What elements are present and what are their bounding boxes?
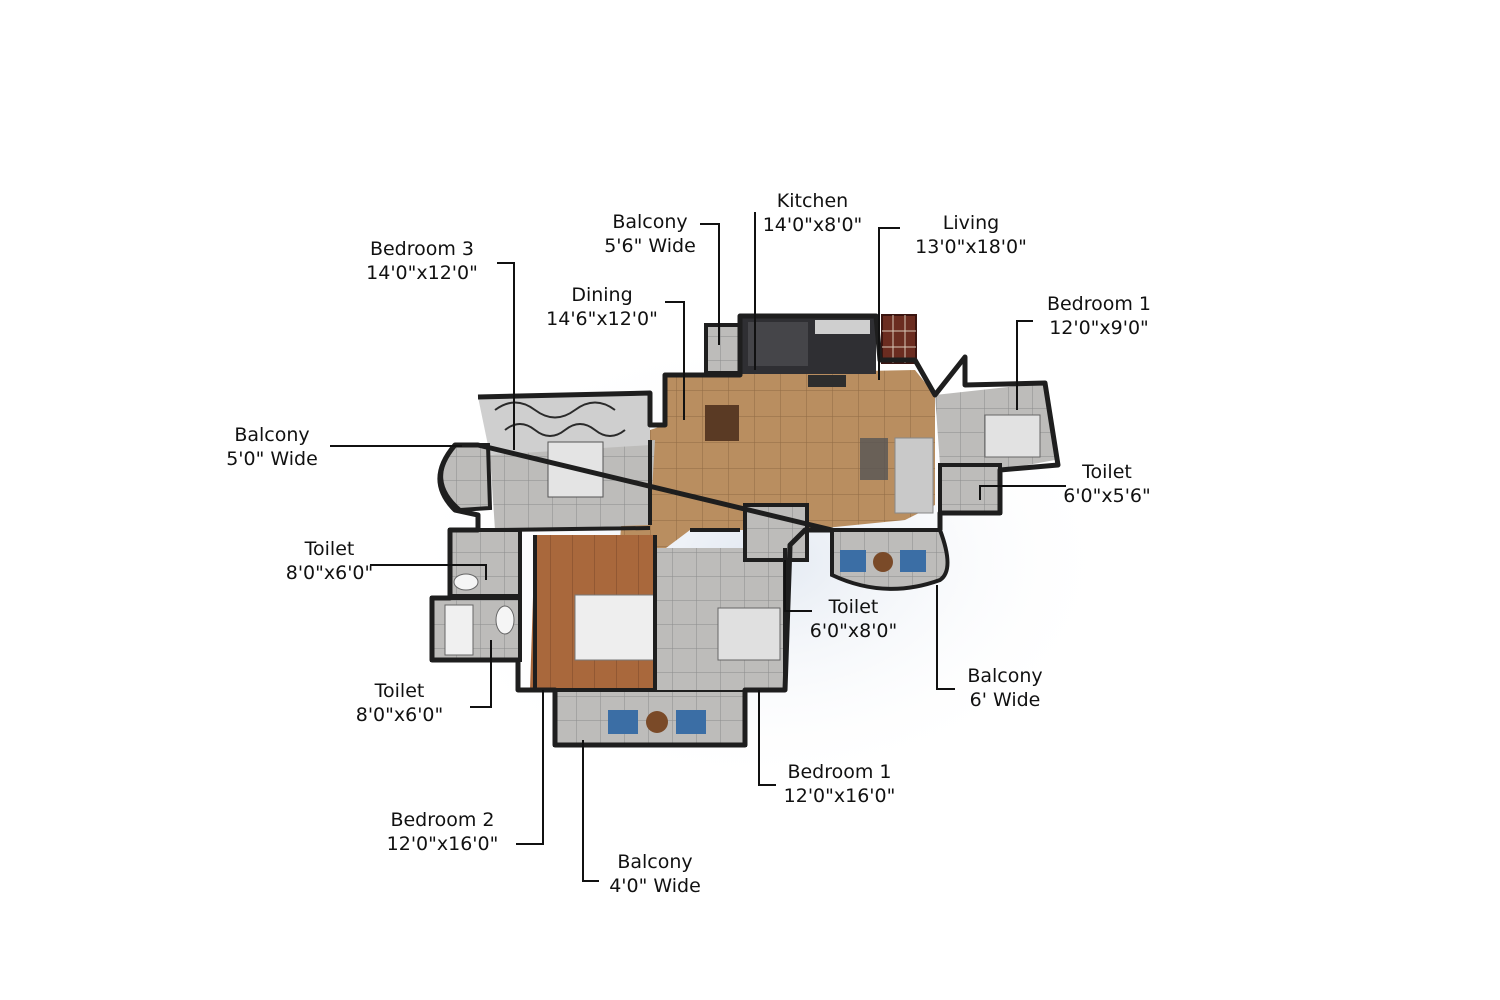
label-size: 5'6" Wide (604, 235, 696, 257)
label-size: 14'0"x12'0" (366, 262, 478, 284)
label-size: 5'0" Wide (226, 448, 318, 470)
label-name: Toilet (374, 680, 425, 702)
sofa (894, 437, 934, 514)
label-toilet-left-upper: Toilet 8'0"x6'0" (272, 537, 387, 585)
label-bedroom1-right: Bedroom 1 12'0"x9'0" (1034, 292, 1164, 340)
label-name: Balcony (234, 424, 310, 446)
label-size: 14'6"x12'0" (546, 308, 658, 330)
outer-walls (429, 313, 1061, 748)
label-name: Balcony (612, 211, 688, 233)
label-name: Bedroom 3 (369, 238, 475, 260)
label-size: 6'0"x5'6" (1063, 485, 1151, 507)
label-size: 12'0"x16'0" (783, 785, 896, 807)
label-name: Balcony (967, 665, 1043, 687)
label-size: 6' Wide (969, 689, 1041, 711)
label-size: 12'0"x9'0" (1049, 317, 1149, 339)
interior-walls (494, 440, 805, 690)
label-dining: Dining 14'6"x12'0" (532, 283, 672, 331)
label-living: Living 13'0"x18'0" (900, 211, 1042, 259)
bedroom1-bottom-bed (717, 607, 781, 661)
label-name: Bedroom 1 (787, 761, 892, 783)
label-toilet-right: Toilet 6'0"x5'6" (1052, 460, 1162, 508)
label-name: Kitchen (776, 190, 849, 212)
label-bedroom1-bottom: Bedroom 1 12'0"x16'0" (772, 760, 907, 808)
label-name: Toilet (304, 538, 355, 560)
label-toilet-center: Toilet 6'0"x8'0" (796, 595, 911, 643)
label-size: 8'0"x6'0" (355, 704, 444, 726)
label-balcony-bottom: Balcony 4'0" Wide (595, 850, 715, 898)
label-size: 13'0"x18'0" (915, 236, 1027, 258)
leader-lines (330, 212, 1066, 882)
bedroom3-wallpaper (478, 393, 650, 455)
bedroom1-right-bed (984, 414, 1041, 458)
label-size: 14'0"x8'0" (762, 214, 863, 236)
toilet-right (938, 463, 1002, 515)
tv-unit (808, 375, 846, 387)
dining-table (705, 405, 739, 441)
label-name: Dining (571, 284, 633, 306)
kitchen-balcony (704, 323, 742, 375)
label-name: Toilet (828, 596, 879, 618)
label-name: Bedroom 2 (390, 809, 495, 831)
label-name: Balcony (617, 851, 693, 873)
living-door (881, 314, 917, 364)
label-kitchen: Kitchen 14'0"x8'0" (750, 189, 875, 237)
bedroom2-bed (574, 594, 656, 661)
label-size: 4'0" Wide (609, 875, 701, 897)
label-name: Toilet (1082, 461, 1132, 483)
label-bedroom2: Bedroom 2 12'0"x16'0" (375, 808, 510, 856)
label-size: 12'0"x16'0" (386, 833, 499, 855)
label-toilet-left-lower: Toilet 8'0"x6'0" (342, 679, 457, 727)
label-bedroom3: Bedroom 3 14'0"x12'0" (352, 237, 492, 285)
label-balcony-top: Balcony 5'6" Wide (590, 210, 710, 258)
label-name: Living (942, 212, 1000, 234)
dining-living-floor (620, 370, 935, 560)
label-size: 8'0"x6'0" (285, 562, 374, 584)
label-balcony-right: Balcony 6' Wide (950, 664, 1060, 712)
label-name: Bedroom 1 (1046, 293, 1152, 315)
coffee-table (860, 438, 888, 480)
label-balcony-left: Balcony 5'0" Wide (212, 423, 332, 471)
label-size: 6'0"x8'0" (809, 620, 898, 642)
